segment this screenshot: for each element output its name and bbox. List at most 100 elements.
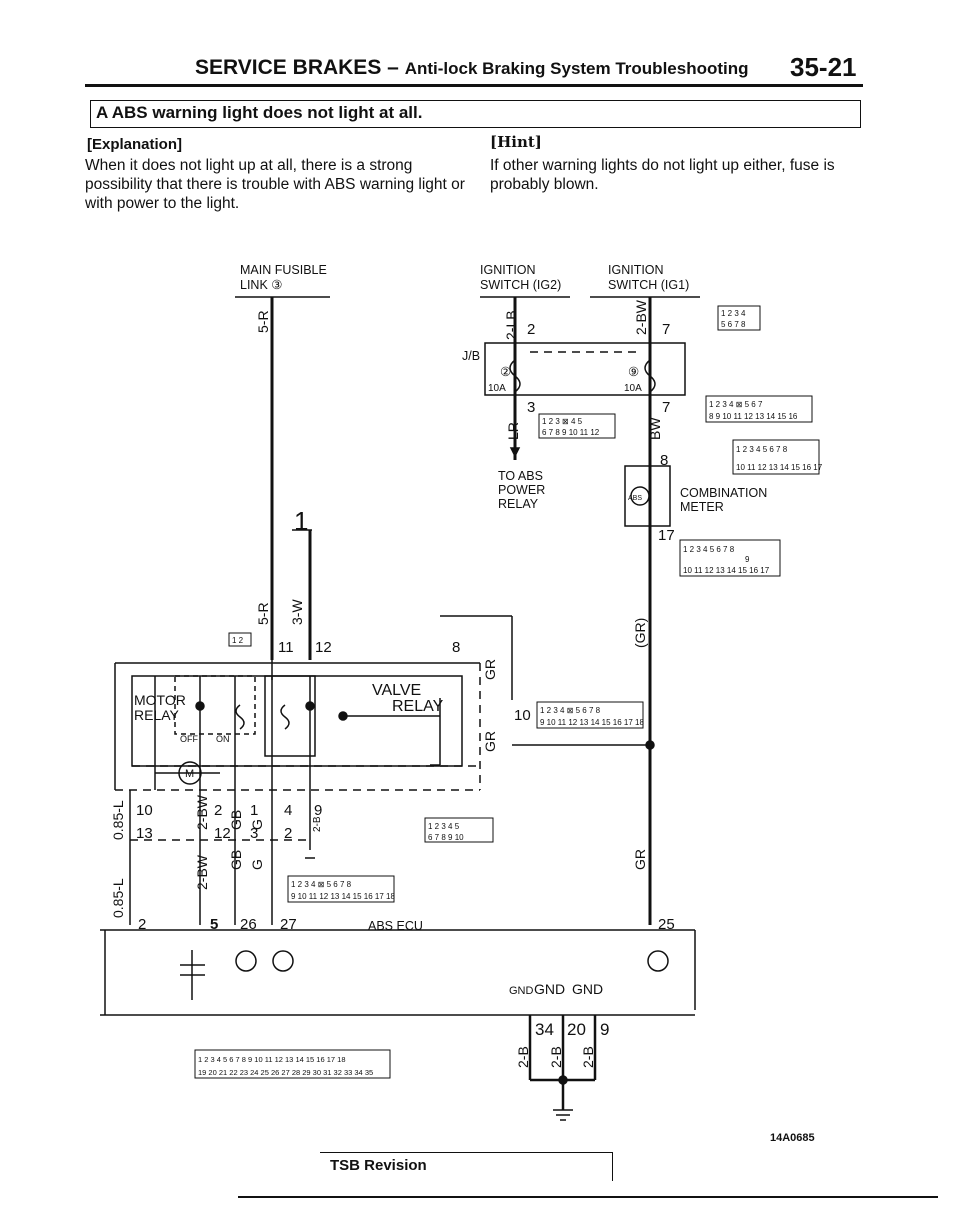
pin-26: 26 xyxy=(240,916,257,933)
wire-2lb: 2-LB xyxy=(503,310,519,340)
pin-3b: 3 xyxy=(250,825,258,842)
wire-2bw-top: 2-BW xyxy=(633,299,649,335)
wire-3w: 3-W xyxy=(289,599,305,625)
conn-long-r1: 1 2 3 4 5 6 7 8 9 10 11 12 13 14 15 16 1… xyxy=(198,1055,346,1064)
pin-10: 10 xyxy=(514,707,531,724)
conn-small: 1 2 xyxy=(232,636,244,645)
label-main-fusible-link: MAIN FUSIBLE xyxy=(240,263,327,277)
label-motor: M xyxy=(185,768,194,780)
header-title-sub: Anti-lock Braking System Troubleshooting xyxy=(404,59,749,78)
pin-2d: 2 xyxy=(138,916,146,933)
label-valve-relay: VALVE xyxy=(372,682,421,699)
label-ignition-ig2-2: SWITCH (IG2) xyxy=(480,278,561,292)
label-abs-ecu: ABS ECU xyxy=(368,919,423,933)
explanation-heading: [Explanation] xyxy=(87,136,183,153)
wire-085l-a: 0.85-L xyxy=(110,800,126,840)
figure-code: 14A0685 xyxy=(770,1132,815,1144)
conn-cm2-r2: 10 11 12 13 14 15 16 17 xyxy=(736,463,823,472)
pin-27: 27 xyxy=(280,916,297,933)
pin-20: 20 xyxy=(567,1020,586,1039)
label-gnd-c: GND xyxy=(572,981,603,997)
wire-2b-c: 2-B xyxy=(580,1046,596,1068)
pin-2b: 2 xyxy=(214,802,222,819)
tsb-revision-box xyxy=(320,1152,613,1181)
wire-2bw-b: 2-BW xyxy=(194,854,210,890)
label-combination-meter-2: METER xyxy=(680,500,724,514)
hydraulic-unit xyxy=(114,662,481,791)
pin-7b: 7 xyxy=(662,399,670,416)
page-header-title: SERVICE BRAKES – Anti-lock Braking Syste… xyxy=(195,56,749,80)
label-ignition-ig2: IGNITION xyxy=(480,263,536,277)
conn-ecu-r-r1: 1 2 3 4 ⊠ 5 6 7 8 xyxy=(540,706,601,715)
pin-2: 2 xyxy=(527,321,535,338)
conn-jb-mid-r1: 1 2 3 ⊠ 4 5 xyxy=(542,417,583,426)
pin-4: 4 xyxy=(284,802,292,819)
wire-2b-d: 2-B xyxy=(312,816,323,832)
pin-3: 3 xyxy=(527,399,535,416)
wire-5r-b: 5-R xyxy=(255,602,271,625)
pin-7: 7 xyxy=(662,321,670,338)
label-main-fusible-link-2: LINK ③ xyxy=(240,278,282,292)
label-off: OFF xyxy=(180,734,198,744)
conn-cm3-r2: 10 11 12 13 14 15 16 17 xyxy=(683,566,770,575)
conn-ecu-b-r2: 9 10 11 12 13 14 15 16 17 18 xyxy=(291,892,395,901)
wire-g-a: G xyxy=(249,819,265,830)
hint-text: If other warning lights do not light up … xyxy=(490,157,835,193)
conn-hu-r1: 1 2 3 4 5 xyxy=(428,822,460,831)
conn-cm1-r1: 1 2 3 4 ⊠ 5 6 7 xyxy=(709,400,763,409)
label-motor-relay: MOTOR xyxy=(134,692,186,708)
pin-17: 17 xyxy=(658,527,675,544)
pin-12: 12 xyxy=(315,639,332,656)
label-fuse-a-rating: 10A xyxy=(488,383,506,394)
conn-ecu-b-r1: 1 2 3 4 ⊠ 5 6 7 8 xyxy=(291,880,352,889)
tsb-revision-label: TSB Revision xyxy=(330,1157,427,1174)
wire-lr: LR xyxy=(505,422,521,440)
hint-heading: [Hint] xyxy=(490,133,542,151)
combination-meter xyxy=(440,465,671,925)
wire-5r-a: 5-R xyxy=(255,310,271,333)
wire-gb-a: GB xyxy=(228,810,244,830)
pin-1: 1 xyxy=(294,506,308,536)
pin-11: 11 xyxy=(278,639,294,656)
conn-cm2-r1: 1 2 3 4 5 6 7 8 xyxy=(736,445,788,454)
junction-block xyxy=(484,297,686,470)
label-to-abs-power-relay: TO ABS xyxy=(498,469,543,483)
section-title: A ABS warning light does not light at al… xyxy=(96,103,423,122)
conn-ecu-r-r2: 9 10 11 12 13 14 15 16 17 18 xyxy=(540,718,644,727)
label-fuse-a-no: ② xyxy=(500,365,511,379)
wire-gb-b: GB xyxy=(228,850,244,870)
label-to-abs-power-relay-3: RELAY xyxy=(498,497,539,511)
footer-rule xyxy=(238,1196,938,1198)
label-fuse-b-no: ⑨ xyxy=(628,365,639,379)
conn-hu-r2: 6 7 8 9 10 xyxy=(428,833,464,842)
conn-jb-top-r2: 5 6 7 8 xyxy=(721,320,746,329)
wire-2b-b: 2-B xyxy=(548,1046,564,1068)
conn-9: 9 xyxy=(745,555,750,564)
conn-long-r2: 19 20 21 22 23 24 25 26 27 28 29 30 31 3… xyxy=(198,1068,373,1077)
label-combination-meter: COMBINATION xyxy=(680,486,767,500)
wire-gr-b: GR xyxy=(482,731,498,752)
pin-13: 13 xyxy=(136,825,153,842)
pin-9b: 9 xyxy=(600,1020,609,1039)
conn-cm3-r1: 1 2 3 4 5 6 7 8 xyxy=(683,545,735,554)
wire-085l-b: 0.85-L xyxy=(110,878,126,918)
label-on: ON xyxy=(216,734,230,744)
label-ignition-ig1: IGNITION xyxy=(608,263,664,277)
abs-ecu-box xyxy=(100,929,696,1016)
pin-12b: 12 xyxy=(214,825,231,842)
ecu-harness xyxy=(129,790,315,925)
pin-8b: 8 xyxy=(452,639,460,656)
wire-2b-a: 2-B xyxy=(515,1046,531,1068)
pin-5: 5 xyxy=(210,916,218,933)
wire-bw: BW xyxy=(647,417,663,440)
explanation-text: When it does not light up at all, there … xyxy=(85,157,465,212)
label-fuse-b-rating: 10A xyxy=(624,383,642,394)
header-rule xyxy=(85,84,863,87)
label-gnd-b: GND xyxy=(534,981,565,997)
pin-1b: 1 xyxy=(250,802,258,819)
page-number: 35-21 xyxy=(790,52,857,82)
section-title-box xyxy=(90,100,861,128)
label-motor-relay-2: RELAY xyxy=(134,707,180,723)
pin-34: 34 xyxy=(535,1020,554,1039)
